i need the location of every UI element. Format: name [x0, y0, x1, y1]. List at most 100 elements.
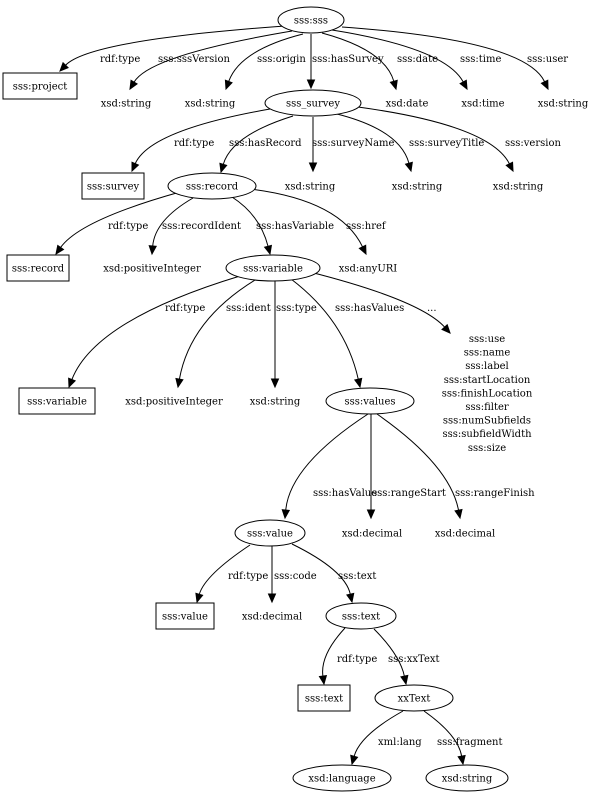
node-label: sss:numSubfields — [443, 416, 531, 427]
edge-line — [322, 627, 346, 677]
node-value[interactable]: sss:value — [234, 519, 306, 547]
node-label: sss:text — [342, 612, 380, 623]
arrowhead — [59, 61, 69, 72]
node-label: sss:text — [305, 694, 343, 705]
node-label: sss:use — [469, 334, 505, 345]
edge-label: rdf:type — [100, 54, 140, 65]
node-label: sss:project — [13, 82, 68, 93]
edge-variable-to-ident_t — [175, 279, 256, 389]
edge-label: sss:sssVersion — [158, 54, 231, 65]
node-box — [6, 254, 70, 282]
node-value-type[interactable]: sss:value — [155, 602, 215, 630]
arrowhead — [55, 244, 65, 256]
node-version-t[interactable]: xsd:string — [493, 182, 544, 193]
node-surveyName-t[interactable]: xsd:string — [285, 182, 336, 193]
node-survey[interactable]: sss_survey — [264, 89, 362, 117]
edge-line — [290, 278, 359, 380]
node-box — [2, 72, 78, 100]
arrowhead — [459, 79, 468, 91]
node-variable[interactable]: sss:variable — [225, 254, 321, 282]
edge-line — [222, 115, 294, 165]
edge-label: sss:xxText — [388, 654, 440, 665]
node-text[interactable]: sss:text — [325, 602, 397, 630]
node-type-t[interactable]: xsd:string — [250, 397, 301, 408]
node-values[interactable]: sss:values — [325, 387, 415, 415]
edge-survey-to-surveyTitle_t — [336, 113, 413, 173]
edge-value-to-value_type — [195, 544, 251, 604]
edge-variable-to-others — [309, 271, 451, 334]
node-recordIdent-t[interactable]: xsd:positiveInteger — [103, 264, 201, 275]
edge-variable-to-variable_type — [68, 275, 241, 389]
node-ellipse — [264, 89, 362, 117]
edge-label: sss:origin — [257, 54, 306, 65]
edge-survey-to-version_t — [357, 106, 514, 173]
node-sss[interactable]: sss:sss — [277, 6, 345, 34]
node-others[interactable]: sss:usesss:namesss:labelsss:startLocatio… — [442, 334, 533, 454]
node-rangeFinish-t[interactable]: xsd:decimal — [435, 529, 495, 540]
arrowhead — [308, 162, 318, 173]
edge-sss-to-origin_t — [224, 33, 304, 91]
node-ident-t[interactable]: xsd:positiveInteger — [125, 397, 223, 408]
node-label: xsd:positiveInteger — [103, 264, 201, 275]
edge-line — [341, 26, 546, 82]
edge-line — [65, 25, 286, 66]
node-variable-type[interactable]: sss:variable — [18, 387, 96, 415]
node-label: xsd:string — [101, 99, 152, 110]
arrowhead — [270, 378, 280, 389]
node-label: sss_survey — [286, 99, 340, 110]
node-label: xsd:decimal — [242, 612, 302, 623]
node-time-t[interactable]: xsd:time — [461, 99, 504, 110]
node-sssVersion-t[interactable]: xsd:string — [101, 99, 152, 110]
node-text-type[interactable]: sss:text — [297, 684, 351, 712]
node-label: xsd:date — [386, 99, 429, 110]
edge-label: sss:code — [274, 571, 317, 582]
node-label: sss:sss — [294, 16, 328, 27]
arrowhead — [306, 79, 316, 90]
node-ellipse — [425, 764, 509, 792]
arrowhead — [318, 674, 328, 686]
node-date-t[interactable]: xsd:date — [386, 99, 429, 110]
node-origin-t[interactable]: xsd:string — [185, 99, 236, 110]
node-label: xsd:string — [285, 182, 336, 193]
node-label: xsd:string — [493, 182, 544, 193]
node-fragment-t[interactable]: xsd:string — [425, 764, 509, 792]
node-surveyTitle-t[interactable]: xsd:string — [392, 182, 443, 193]
edge-label: rdf:type — [174, 138, 214, 149]
arrowhead — [224, 79, 233, 91]
edge-values-to-value — [281, 413, 369, 520]
edge-label: sss:hasVariable — [256, 221, 334, 232]
edge-record-to-record_type — [55, 191, 181, 256]
node-xmllang-t[interactable]: xsd:language — [292, 764, 392, 792]
node-project[interactable]: sss:project — [2, 72, 78, 100]
node-label: xsd:anyURI — [339, 264, 398, 275]
edge-value-to-code_t — [267, 546, 277, 604]
edge-line — [228, 33, 304, 82]
node-label: xsd:string — [392, 182, 443, 193]
arrowhead — [263, 244, 273, 256]
node-ellipse — [234, 519, 306, 547]
node-label: sss:values — [344, 397, 395, 408]
node-user-t[interactable]: xsd:string — [538, 99, 589, 110]
edge-label: sss:href — [346, 221, 387, 232]
arrowhead — [353, 377, 363, 389]
node-xxText[interactable]: xxText — [374, 684, 454, 712]
arrowhead — [404, 161, 413, 173]
node-box — [81, 172, 145, 200]
node-rangeStart-t[interactable]: xsd:decimal — [342, 529, 402, 540]
node-href-t[interactable]: xsd:anyURI — [339, 264, 398, 275]
node-label: xsd:string — [538, 99, 589, 110]
node-label: sss:survey — [87, 182, 140, 193]
node-record[interactable]: sss:record — [167, 172, 257, 200]
node-code-t[interactable]: xsd:decimal — [242, 612, 302, 623]
edge-line — [353, 710, 404, 757]
edge-label: sss:hasRecord — [229, 138, 302, 149]
arrowhead — [281, 509, 291, 520]
arrowhead — [267, 593, 277, 604]
edge-line — [134, 108, 271, 164]
node-label: sss:variable — [243, 264, 303, 275]
node-record-type[interactable]: sss:record — [6, 254, 70, 282]
edge-label: xml:lang — [378, 737, 422, 748]
node-survey-type[interactable]: sss:survey — [81, 172, 145, 200]
edge-variable-to-type_t — [270, 280, 280, 389]
edge-label: sss:surveyTitle — [409, 138, 484, 149]
